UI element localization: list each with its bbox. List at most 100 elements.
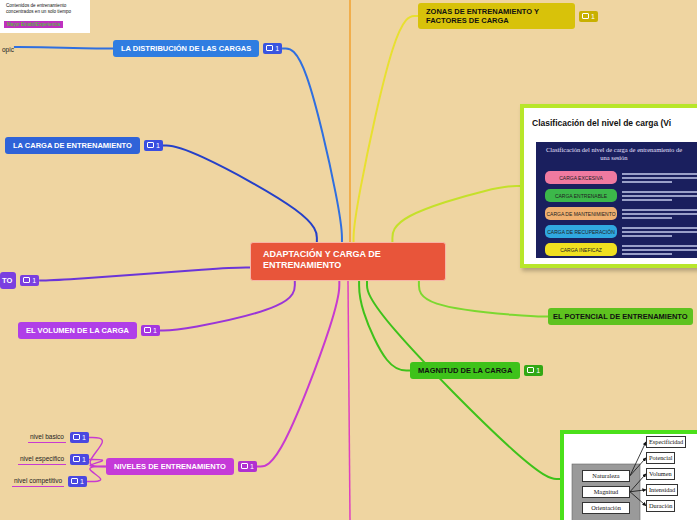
concept-box: Duración xyxy=(646,500,675,512)
connector xyxy=(367,281,560,479)
node-text: Duración xyxy=(649,502,672,509)
connector xyxy=(630,442,646,476)
comment-count: 1 xyxy=(579,11,598,22)
concept-box: Especificidad xyxy=(646,436,686,448)
connector xyxy=(89,460,106,467)
node-text: NIVELES DE ENTRENAMIENTO xyxy=(106,458,234,475)
connector xyxy=(354,16,418,242)
connector xyxy=(359,281,410,371)
concept-box: Intensidad xyxy=(646,484,678,496)
subtopic: nivel basico 1 xyxy=(28,432,89,443)
connector xyxy=(282,49,342,243)
comment-count: 1 xyxy=(70,432,89,443)
node-text: Intensidad xyxy=(649,486,675,493)
tag-box: Mayor Estabil/Experiencia xyxy=(4,21,63,28)
node-text: ADAPTACIÓN Y CARGA DE ENTRENAMIENTO xyxy=(263,249,381,270)
branch-line xyxy=(349,0,351,242)
connector xyxy=(163,146,317,243)
connector xyxy=(630,458,646,476)
node-text: Potencial xyxy=(649,454,672,461)
comment-count: 1 xyxy=(524,365,543,376)
node-text: Clasificación del nivel de carga (Vi xyxy=(532,118,671,128)
load-level: CARGA DE RECUPERACIÓN xyxy=(545,225,617,238)
topic-box: LA CARGA DE ENTRENAMIENTO1 xyxy=(5,137,163,154)
central-topic: ADAPTACIÓN Y CARGA DE ENTRENAMIENTO xyxy=(250,242,446,281)
node-text: EL POTENCIAL DE ENTRENAMIENTO xyxy=(548,308,693,325)
description-line xyxy=(622,191,697,193)
node-text: Clasificación del nivel de carga de entr… xyxy=(544,146,684,162)
topic-box: LA DISTRIBUCIÓN DE LAS CARGAS 1 xyxy=(113,40,282,57)
comment-count: 1 xyxy=(68,476,87,487)
topic-text: opic xyxy=(2,38,14,56)
node-text: LA DISTRIBUCIÓN DE LAS CARGAS xyxy=(113,40,259,57)
image-panel: EspecificidadPotencialVolumenIntensidadD… xyxy=(560,430,697,520)
subtopic: nivel especifico 1 xyxy=(18,454,89,465)
connector xyxy=(39,268,250,281)
connector xyxy=(160,281,295,331)
node-text: MAGNITUD DE LA CARGA xyxy=(410,362,520,379)
node-text: Magnitud xyxy=(594,488,619,495)
connector xyxy=(257,281,339,467)
load-level: CARGA INEFICAZ xyxy=(545,243,617,256)
topic-box: TO 1 xyxy=(0,272,39,289)
load-level: CARGA DE MANTENIMIENTO xyxy=(545,207,617,220)
connector xyxy=(392,186,520,242)
connector xyxy=(630,474,646,492)
panel-ground xyxy=(564,434,697,520)
topic-box: EL VOLUMEN DE LA CARGA 1 xyxy=(18,322,160,339)
load-level: CARGA ENTRENABLE xyxy=(545,189,617,202)
node-text: nivel especifico xyxy=(18,455,66,465)
description-line xyxy=(622,213,697,215)
node-text: opic xyxy=(2,46,14,53)
node-text: TO xyxy=(0,272,16,289)
node-text: EL VOLUMEN DE LA CARGA xyxy=(18,322,137,339)
comment-count: 1 xyxy=(141,325,160,336)
connector xyxy=(630,490,646,492)
description-line xyxy=(622,249,697,251)
topic-box: MAGNITUD DE LA CARGA 1 xyxy=(410,362,543,379)
description-line xyxy=(622,231,697,233)
node-text: CARGA EXCESIVA xyxy=(559,175,603,181)
description-line xyxy=(622,181,672,183)
concept-box: Volumen xyxy=(646,468,675,480)
connector xyxy=(87,467,106,482)
node-text: Naturaleza xyxy=(592,472,619,479)
comment-count: 1 xyxy=(263,43,282,54)
subtopic: nivel competitivo 1 xyxy=(12,476,87,487)
node-text: Volumen xyxy=(649,470,672,477)
thumbnail-image xyxy=(0,0,90,33)
node-text: ZONAS DE ENTRENAMIENTO Y FACTORES DE CAR… xyxy=(418,3,575,29)
description-line xyxy=(622,217,672,219)
concept-box: Naturaleza xyxy=(582,470,630,482)
topic-box: ZONAS DE ENTRENAMIENTO Y FACTORES DE CAR… xyxy=(418,3,598,29)
topic-box: EL POTENCIAL DE ENTRENAMIENTO xyxy=(548,308,693,325)
branch-line xyxy=(348,281,350,520)
description-line xyxy=(622,177,697,179)
description-line xyxy=(622,195,697,197)
node-text: Mayor Estabil/Experiencia xyxy=(7,22,60,27)
node-text: Orientación xyxy=(591,504,621,511)
concept-box: Potencial xyxy=(646,452,675,464)
comment-count: 1 xyxy=(238,461,257,472)
description-line xyxy=(622,235,672,237)
comment-count: 1 xyxy=(20,275,39,286)
node-text: CARGA ENTRENABLE xyxy=(555,193,607,199)
description-line xyxy=(622,253,672,255)
connector xyxy=(419,281,548,317)
connector xyxy=(89,438,106,467)
node-text: nivel basico xyxy=(28,433,66,443)
description-line xyxy=(622,173,697,175)
concept-box: Magnitud xyxy=(582,486,630,498)
comment-count: 1 xyxy=(70,454,89,465)
node-text: nivel competitivo xyxy=(12,477,64,487)
topic-box: NIVELES DE ENTRENAMIENTO 1 xyxy=(106,458,257,475)
concept-box: Orientación xyxy=(582,502,630,514)
load-level: CARGA EXCESIVA xyxy=(545,171,617,184)
description-line xyxy=(622,209,697,211)
grey-panel xyxy=(572,464,640,520)
connector xyxy=(14,47,113,49)
node-text: CARGA DE RECUPERACIÓN xyxy=(547,229,615,235)
node-text: CARGA DE MANTENIMIENTO xyxy=(546,211,615,217)
image-caption: Contenidos de entrenamiento concentrados… xyxy=(6,3,86,14)
